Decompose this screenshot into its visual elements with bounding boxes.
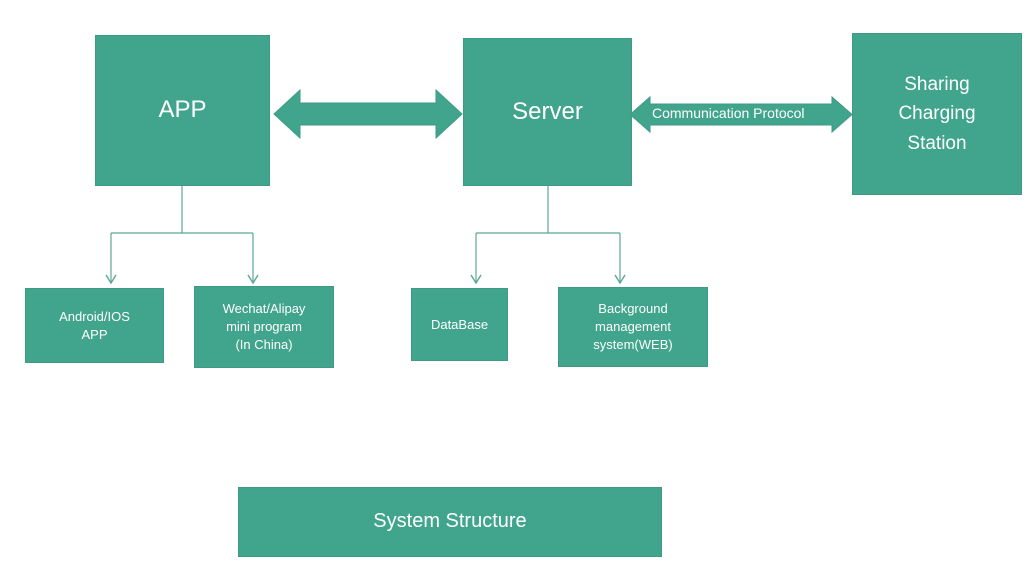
node-app-label: APP <box>158 96 207 124</box>
node-database-label: DataBase <box>430 316 489 332</box>
node-database[interactable]: DataBase <box>411 288 508 361</box>
node-wechat-alipay-mini-program[interactable]: Wechat/Alipay mini program (In China) <box>194 286 334 368</box>
arrow-server-station <box>629 95 853 134</box>
node-wechat-alipay-mini-program-label: Wechat/Alipay mini program (In China) <box>222 301 306 352</box>
connector-app-children <box>105 186 259 285</box>
communication-protocol-label: Communication Protocol <box>652 105 805 121</box>
node-android-ios-app[interactable]: Android/IOS APP <box>25 288 164 363</box>
arrow-app-server <box>273 88 463 140</box>
connector-server-children <box>470 186 626 285</box>
node-android-ios-app-label: Android/IOS APP <box>59 308 130 342</box>
node-server-label: Server <box>512 97 583 125</box>
diagram-caption-label: System Structure <box>373 510 527 533</box>
node-background-management-system[interactable]: Background management system(WEB) <box>558 287 708 367</box>
node-sharing-charging-station[interactable]: Sharing Charging Station <box>852 33 1022 195</box>
node-app[interactable]: APP <box>95 35 270 186</box>
node-server[interactable]: Server <box>463 38 632 186</box>
node-background-management-system-label: Background management system(WEB) <box>593 301 673 352</box>
node-sharing-charging-station-label: Sharing Charging Station <box>898 73 976 154</box>
diagram-caption: System Structure <box>238 487 662 557</box>
